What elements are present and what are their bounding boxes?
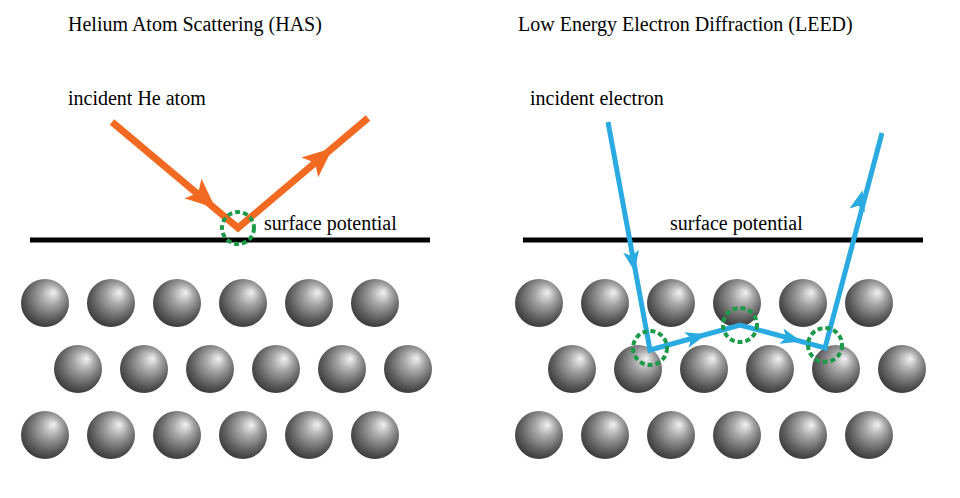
atom <box>548 345 596 393</box>
atom <box>515 411 563 459</box>
atom <box>285 279 333 327</box>
atom <box>87 279 135 327</box>
atom <box>647 279 695 327</box>
panel-title: Helium Atom Scattering (HAS) <box>68 12 322 36</box>
atom <box>812 345 860 393</box>
atom <box>713 411 761 459</box>
beam-label: incident electron <box>530 86 664 110</box>
atom <box>186 345 234 393</box>
atom <box>153 411 201 459</box>
atom <box>779 279 827 327</box>
atom <box>351 279 399 327</box>
atom <box>581 411 629 459</box>
atom <box>219 279 267 327</box>
atom <box>318 345 366 393</box>
atom <box>779 411 827 459</box>
scattering-points <box>633 308 842 365</box>
atom <box>384 345 432 393</box>
atom <box>614 345 662 393</box>
atom <box>746 345 794 393</box>
atom <box>120 345 168 393</box>
surface-label: surface potential <box>264 211 397 235</box>
beam-label: incident He atom <box>68 86 206 110</box>
atom <box>845 279 893 327</box>
atom <box>878 345 926 393</box>
atom <box>153 279 201 327</box>
atom <box>647 411 695 459</box>
panel-title: Low Energy Electron Diffraction (LEED) <box>518 12 853 36</box>
atom <box>252 345 300 393</box>
atom <box>21 411 69 459</box>
atom <box>54 345 102 393</box>
atom <box>515 279 563 327</box>
atom <box>87 411 135 459</box>
electron-trajectory <box>608 122 882 350</box>
atom <box>845 411 893 459</box>
surface-line <box>523 238 923 243</box>
atom <box>285 411 333 459</box>
atom <box>713 279 761 327</box>
scattering-point <box>222 212 254 244</box>
atom <box>219 411 267 459</box>
atom <box>680 345 728 393</box>
atom <box>581 279 629 327</box>
atom-lattice <box>21 279 926 459</box>
atom <box>21 279 69 327</box>
atom <box>351 411 399 459</box>
surface-label: surface potential <box>670 211 803 235</box>
